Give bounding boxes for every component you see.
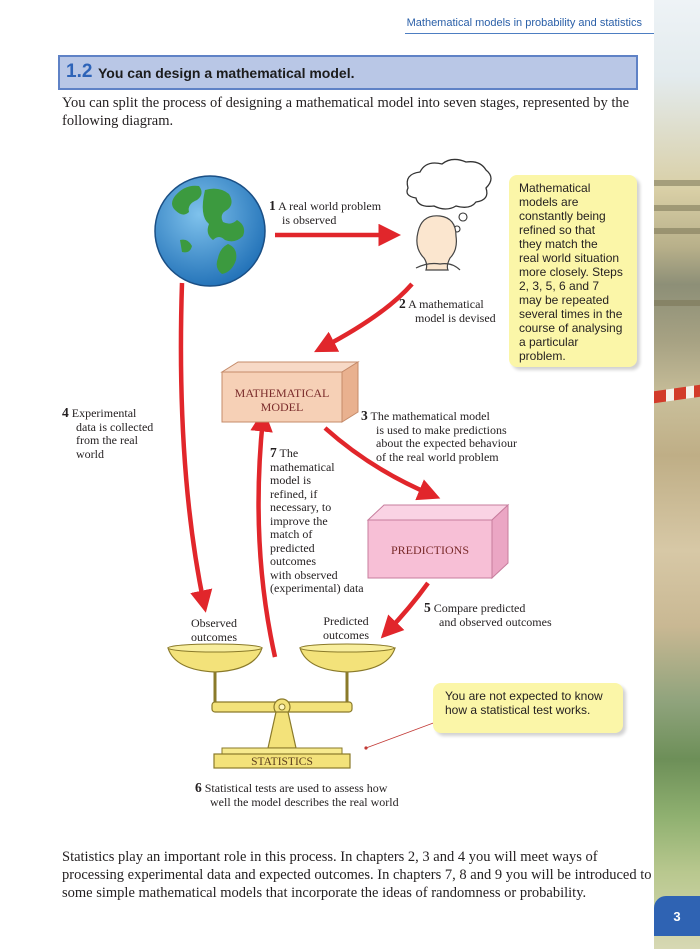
step-3-number: 3 bbox=[361, 408, 368, 423]
step-7-line: model is bbox=[270, 473, 311, 487]
closing-paragraph: Statistics play an important role in thi… bbox=[62, 849, 652, 901]
step-3-line: is used to make predictions bbox=[376, 422, 507, 437]
note-line: models are bbox=[519, 195, 579, 209]
step-7-line: outcomes bbox=[270, 554, 316, 568]
note-refined-models: Mathematical models are constantly being… bbox=[509, 175, 637, 367]
step-4-label: 4 Experimental data is collected from th… bbox=[62, 406, 153, 461]
note-line: 2, 3, 5, 6 and 7 bbox=[519, 279, 600, 293]
predicted-line: outcomes bbox=[323, 627, 369, 642]
step-1-number: 1 bbox=[269, 198, 276, 213]
step-7-line: improve the bbox=[270, 513, 328, 528]
observed-line: outcomes bbox=[191, 629, 237, 644]
step-4-number: 4 bbox=[62, 405, 69, 420]
note-line: You are not expected to know bbox=[445, 689, 603, 703]
step-1-line: is observed bbox=[282, 212, 337, 227]
step-7-line: with observed bbox=[270, 567, 338, 582]
model-box-line1: MATHEMATICAL bbox=[235, 386, 330, 400]
page-number: 3 bbox=[654, 896, 700, 936]
step-1-line: A real world problem bbox=[278, 199, 382, 213]
note-line: problem. bbox=[519, 349, 566, 363]
step-2-number: 2 bbox=[399, 296, 406, 311]
step-7-line: (experimental) data bbox=[270, 581, 364, 595]
statistics-label: STATISTICS bbox=[251, 756, 313, 768]
process-diagram: MATHEMATICAL MODEL PREDICTIONS STATISTIC… bbox=[154, 158, 510, 769]
note-line: real world situation bbox=[519, 251, 620, 265]
section-number: 1.2 bbox=[66, 61, 93, 82]
note-line: more closely. Steps bbox=[519, 265, 623, 279]
step-7-line: The bbox=[279, 446, 299, 460]
step-2-line: model is devised bbox=[415, 310, 496, 325]
note-line: a particular bbox=[519, 335, 579, 349]
note-line: refined so that bbox=[519, 223, 596, 237]
step-2-line: A mathematical bbox=[408, 297, 484, 311]
predictions-box: PREDICTIONS bbox=[366, 503, 510, 580]
step-3-line: about the expected behaviour bbox=[376, 436, 517, 450]
step-5-number: 5 bbox=[424, 600, 431, 615]
section-title: You can design a mathematical model. bbox=[98, 65, 355, 81]
mathematical-model-box: MATHEMATICAL MODEL bbox=[220, 361, 360, 423]
section-heading: 1.2 You can design a mathematical model. bbox=[58, 55, 638, 90]
step-3-line: The mathematical model bbox=[370, 409, 490, 423]
step-4-line: world bbox=[76, 446, 104, 461]
globe-icon bbox=[154, 175, 266, 287]
step-2-label: 2 A mathematical model is devised bbox=[399, 297, 496, 325]
step-7-line: mathematical bbox=[270, 459, 335, 474]
step-5-line: and observed outcomes bbox=[439, 614, 552, 629]
balance-scale-icon: STATISTICS bbox=[167, 643, 396, 769]
step-7-line: predicted bbox=[270, 540, 315, 555]
predicted-outcomes-label: Predicted outcomes bbox=[316, 614, 376, 642]
note-line: course of analysing bbox=[519, 321, 623, 335]
observed-outcomes-label: Observed outcomes bbox=[184, 616, 244, 644]
note-statistical-test: You are not expected to know how a stati… bbox=[433, 683, 623, 733]
note-line: several times in the bbox=[519, 307, 623, 321]
step-6-label: 6 Statistical tests are used to assess h… bbox=[195, 781, 399, 809]
step-1-label: 1 A real world problem is observed bbox=[269, 199, 381, 227]
thinking-person-icon bbox=[406, 158, 492, 271]
step-6-line: Statistical tests are used to assess how bbox=[204, 781, 388, 795]
model-box-line2: MODEL bbox=[261, 400, 304, 414]
predictions-box-label: PREDICTIONS bbox=[391, 543, 469, 557]
running-head-rule bbox=[405, 33, 654, 34]
step-5-line: Compare predicted bbox=[433, 601, 526, 615]
note-line: how a statistical test works. bbox=[445, 703, 591, 717]
predicted-line: Predicted bbox=[323, 614, 369, 628]
step-4-line: from the real bbox=[76, 433, 138, 447]
note-line: Mathematical bbox=[519, 181, 591, 195]
step-6-number: 6 bbox=[195, 780, 202, 795]
step-7-line: refined, if bbox=[270, 486, 318, 501]
note-line: may be repeated bbox=[519, 293, 610, 307]
step-6-line: well the model describes the real world bbox=[210, 794, 399, 809]
running-head: Mathematical models in probability and s… bbox=[406, 17, 642, 29]
intro-paragraph: You can split the process of designing a… bbox=[62, 95, 630, 129]
step-7-label: 7 The mathematical model is refined, if … bbox=[270, 446, 364, 596]
side-photo-strip bbox=[654, 0, 700, 949]
note-line: constantly being bbox=[519, 209, 606, 223]
step-4-line: Experimental bbox=[71, 406, 137, 420]
step-5-label: 5 Compare predicted and observed outcome… bbox=[424, 601, 552, 629]
step-7-line: match of bbox=[270, 527, 313, 541]
step-4-line: data is collected bbox=[76, 419, 154, 434]
step-7-number: 7 bbox=[270, 445, 277, 460]
step-3-label: 3 The mathematical model is used to make… bbox=[361, 409, 517, 464]
step-7-line: necessary, to bbox=[270, 500, 332, 514]
step-3-line: of the real world problem bbox=[376, 449, 499, 464]
observed-line: Observed bbox=[191, 616, 237, 630]
note-line: they match the bbox=[519, 237, 598, 251]
